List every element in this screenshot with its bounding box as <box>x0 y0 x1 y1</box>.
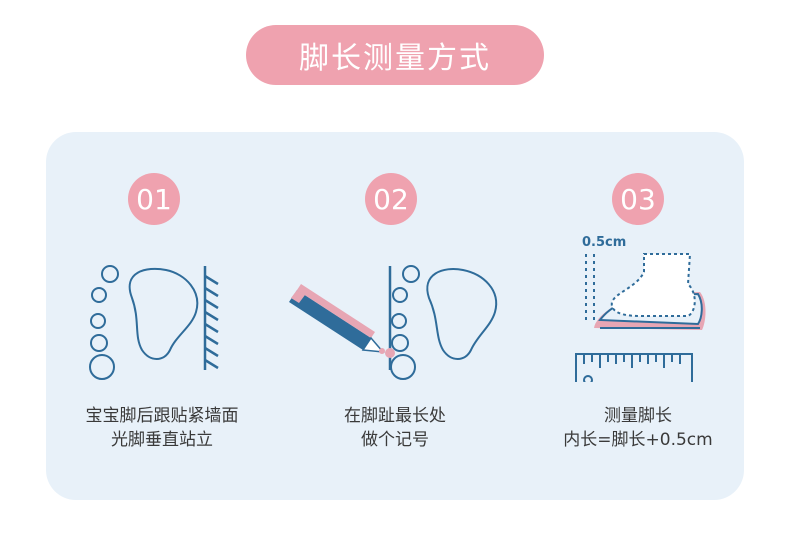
page-title: 脚长测量方式 <box>299 41 491 76</box>
caption-line: 测量脚长 <box>604 406 672 426</box>
caption-line: 内长=脚长+0.5cm <box>563 430 713 450</box>
step-number: 02 <box>373 182 409 216</box>
toe-icon <box>91 287 107 303</box>
footprint-icon <box>426 268 498 360</box>
measure-label: 0.5cm <box>582 235 626 250</box>
caption-line: 做个记号 <box>361 430 429 450</box>
footprint-wall-illustration <box>89 265 219 380</box>
step-number-badge: 01 <box>128 173 180 225</box>
footprint-icon <box>128 267 199 360</box>
mark-dot <box>385 348 395 358</box>
caption-line: 宝宝脚后跟贴紧墙面 <box>85 406 239 426</box>
step-caption: 在脚趾最长处 做个记号 <box>279 404 511 452</box>
step-number: 03 <box>620 182 656 216</box>
pencil-icon <box>289 284 385 354</box>
step-1: 01 <box>46 132 278 500</box>
toe-icon <box>90 334 108 352</box>
steps-panel: 01 <box>46 132 744 500</box>
step-number-badge: 03 <box>612 173 664 225</box>
toe-icon <box>89 354 115 380</box>
toe-icon <box>90 313 106 329</box>
toe-icon <box>101 265 119 283</box>
caption-line: 在脚趾最长处 <box>344 406 446 426</box>
shoe-ruler-illustration: 0.5cm <box>575 235 706 382</box>
title-pill: 脚长测量方式 <box>246 25 544 85</box>
step-caption: 测量脚长 内长=脚长+0.5cm <box>522 404 754 452</box>
step-number-badge: 02 <box>365 173 417 225</box>
wall-icon <box>203 266 219 370</box>
pencil-mark-illustration <box>289 265 498 380</box>
shoe-icon <box>594 253 706 330</box>
step-number: 01 <box>136 182 172 216</box>
step-3: 03 0.5cm <box>512 132 744 500</box>
step-2: 02 在脚趾最长处 做个记 <box>279 132 511 500</box>
step-caption: 宝宝脚后跟贴紧墙面 光脚垂直站立 <box>46 404 278 452</box>
caption-line: 光脚垂直站立 <box>111 430 213 450</box>
ruler-icon <box>575 353 693 382</box>
